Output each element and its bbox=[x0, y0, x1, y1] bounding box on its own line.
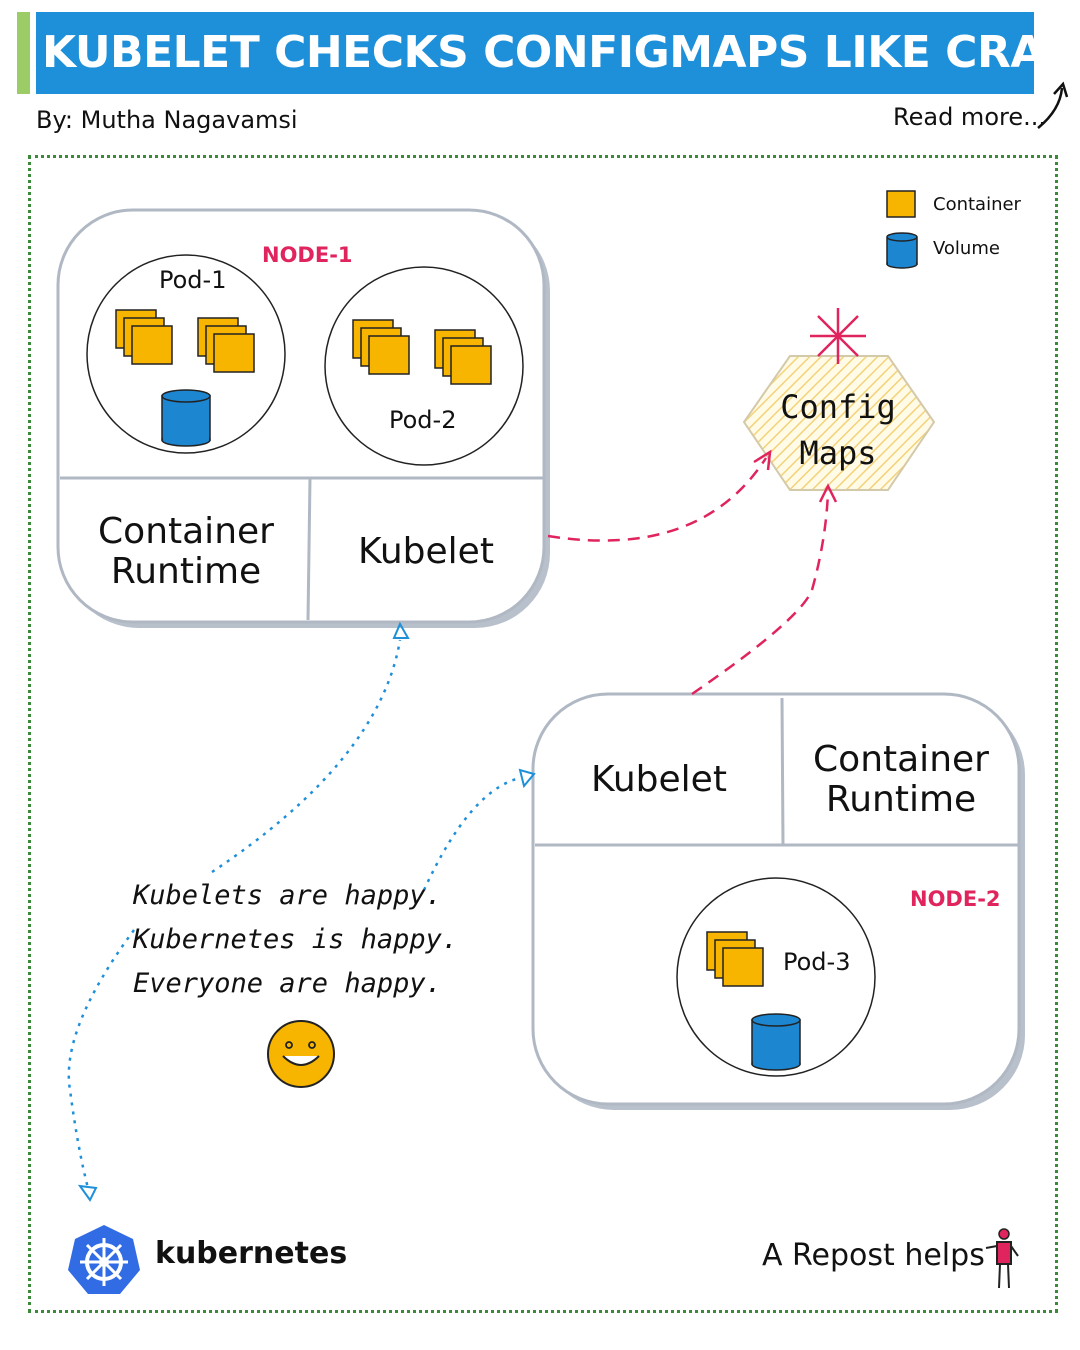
diagram-frame bbox=[28, 155, 1058, 1313]
note-to-kubernetes-arrow bbox=[67, 929, 136, 1189]
container-icon bbox=[434, 329, 492, 385]
read-more-link[interactable]: Read more... bbox=[893, 103, 1046, 131]
stick-figure-icon bbox=[985, 1228, 1019, 1289]
note-line-2: Kubernetes is happy. bbox=[133, 924, 459, 955]
note-line-3: Everyone are happy. bbox=[133, 968, 442, 999]
page-title: KUBELET CHECKS CONFIGMAPS LIKE CRAZY bbox=[42, 27, 1080, 78]
title-banner bbox=[36, 12, 1034, 94]
node-1-kubelet: Kubelet bbox=[358, 531, 494, 572]
node-1-label: NODE-1 bbox=[262, 243, 353, 267]
legend-container-icon bbox=[886, 190, 916, 218]
note-line-1: Kubelets are happy. bbox=[133, 880, 442, 911]
note-to-node1-arrow bbox=[211, 639, 402, 874]
pod-2-circle bbox=[324, 266, 524, 466]
smiley-icon bbox=[267, 1020, 335, 1088]
runtime-line-1: Container bbox=[813, 739, 989, 780]
author-byline: By: Mutha Nagavamsi bbox=[36, 106, 298, 134]
container-icon bbox=[352, 319, 410, 375]
legend-container-label: Container bbox=[933, 194, 1021, 215]
node1-to-configmaps-arrow bbox=[547, 457, 768, 542]
volume-icon bbox=[751, 1013, 801, 1071]
container-icon bbox=[197, 317, 255, 373]
configmaps-line-1: Config bbox=[780, 388, 896, 426]
kubernetes-logo-icon bbox=[68, 1225, 140, 1294]
container-icon bbox=[706, 931, 764, 987]
legend-volume-label: Volume bbox=[933, 238, 1000, 259]
pod-3-label: Pod-3 bbox=[783, 948, 851, 976]
pod-3-circle bbox=[676, 877, 876, 1077]
runtime-line-2: Runtime bbox=[825, 779, 977, 820]
pod-1-circle bbox=[86, 254, 286, 454]
configmaps-line-2: Maps bbox=[799, 434, 877, 472]
pod-1-label: Pod-1 bbox=[159, 266, 227, 294]
volume-icon bbox=[161, 389, 211, 447]
node-2-container-runtime: Container Runtime bbox=[784, 740, 1018, 820]
node-2-label: NODE-2 bbox=[910, 887, 1001, 911]
kubernetes-brand: kubernetes bbox=[155, 1236, 348, 1271]
title-accent-bar bbox=[17, 12, 30, 94]
repost-note: A Repost helps bbox=[762, 1238, 985, 1273]
node2-to-configmaps-arrow bbox=[691, 491, 830, 696]
node-1-container-runtime: Container Runtime bbox=[62, 512, 310, 592]
read-more-arrow-icon bbox=[1037, 87, 1064, 129]
node-2-kubelet: Kubelet bbox=[591, 759, 727, 800]
spark-icon bbox=[810, 308, 866, 364]
legend-volume-icon bbox=[886, 232, 918, 269]
note-to-node2-arrow bbox=[422, 776, 521, 891]
runtime-line-2: Runtime bbox=[110, 551, 262, 592]
runtime-line-1: Container bbox=[98, 511, 274, 552]
container-icon bbox=[115, 309, 173, 365]
configmaps-hexagon bbox=[742, 355, 936, 491]
pod-2-label: Pod-2 bbox=[389, 406, 457, 434]
